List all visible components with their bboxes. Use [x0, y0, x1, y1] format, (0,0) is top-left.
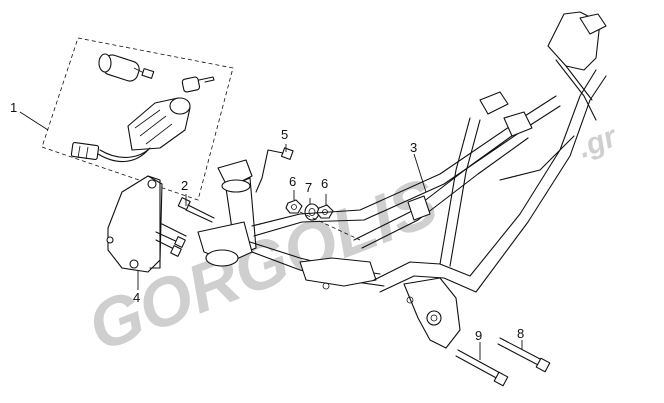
callouts: 1 2 3 4 5 6 7 6 8 9: [10, 100, 524, 343]
ignition-key: [181, 76, 215, 93]
engine-mount: [403, 277, 461, 349]
callout-6-left: 6: [289, 174, 296, 189]
callout-4: 4: [133, 290, 140, 305]
ignition-switch-body: [127, 97, 191, 151]
callout-7: 7: [305, 180, 312, 195]
head-tube: [197, 159, 257, 267]
mounting-bracket: [106, 175, 187, 273]
callout-6-right: 6: [321, 176, 328, 191]
bracket-bolts: [155, 223, 187, 257]
ignition-key-set: [41, 37, 234, 201]
leader-lines: [19, 111, 523, 360]
callout-9: 9: [475, 328, 482, 343]
callout-3: 3: [410, 140, 417, 155]
main-frame: [197, 11, 607, 349]
bolt-part-5: [255, 147, 294, 193]
callout-8: 8: [517, 326, 524, 341]
callout-1: 1: [10, 100, 17, 115]
wiring-connector: [70, 141, 151, 162]
ignition-set-frame: [41, 37, 234, 201]
lock-cylinder: [98, 53, 155, 82]
long-bolt-part-8: [497, 337, 551, 373]
bolt-part-2: [177, 197, 215, 223]
nut-part-6-left: [285, 199, 303, 214]
callout-5: 5: [281, 127, 288, 142]
callout-2: 2: [181, 178, 188, 193]
long-bolt-part-9: [455, 349, 509, 387]
